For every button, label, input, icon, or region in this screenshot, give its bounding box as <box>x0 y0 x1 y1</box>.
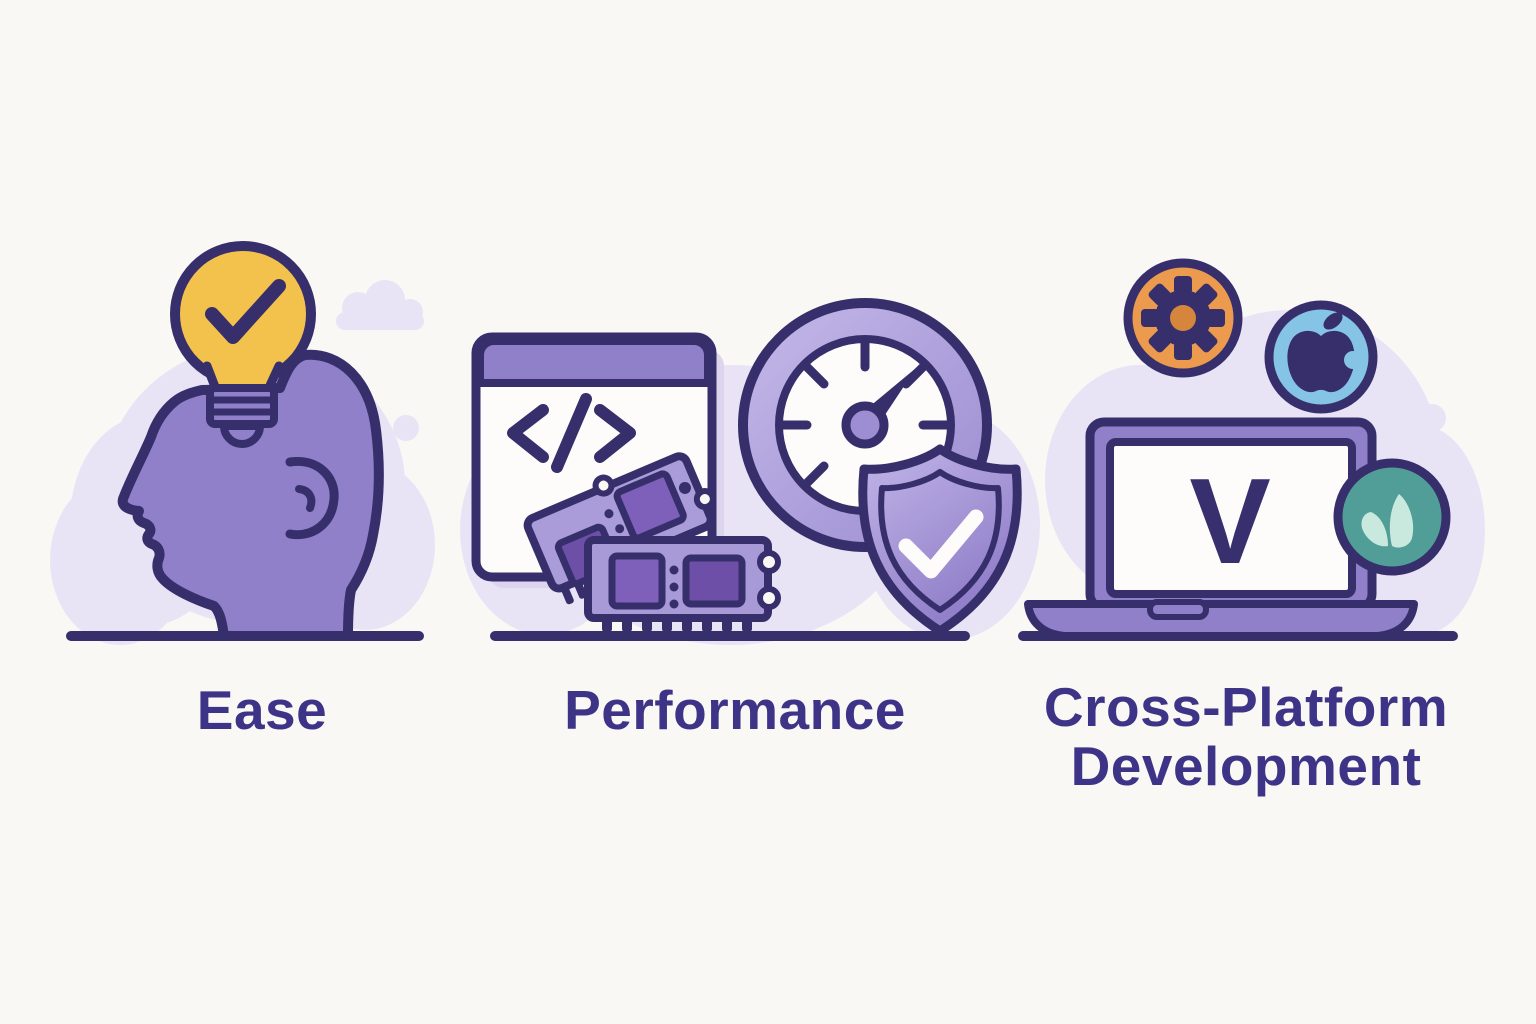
head-profile-icon <box>117 349 384 641</box>
check-icon <box>205 279 286 344</box>
gear-icon <box>1123 258 1243 378</box>
laptop-icon: V <box>1024 417 1418 640</box>
leaf-icon <box>1333 458 1451 576</box>
panel-label-performance: Performance <box>564 679 906 741</box>
panel-label-cross-platform-line1: Cross-Platform <box>1043 676 1449 738</box>
ram-memory-icon <box>584 536 781 632</box>
lightbulb-check-icon <box>170 241 316 448</box>
apple-icon <box>1264 300 1378 414</box>
ground-line-middle <box>490 631 970 641</box>
cloud-dot <box>1418 404 1446 432</box>
panel-label-cross-platform: Cross-Platform Development <box>1044 678 1448 796</box>
laptop-base <box>1024 600 1418 640</box>
panel-label-ease: Ease <box>196 679 328 741</box>
speedometer-ticks <box>778 338 952 488</box>
laptop-notch <box>1147 599 1209 620</box>
laptop-letter: V <box>1189 453 1270 589</box>
small-cloud-icon <box>336 280 424 330</box>
ear-inner-line <box>295 485 316 512</box>
code-icon <box>507 393 636 473</box>
window-title-bar <box>476 337 712 387</box>
check-icon <box>898 509 984 579</box>
ear-icon <box>285 456 339 540</box>
panel-label-cross-platform-line2: Development <box>1070 735 1422 797</box>
speedometer-hub <box>841 401 889 449</box>
cloud-dot <box>393 415 419 441</box>
shield-check-icon <box>858 444 1022 636</box>
